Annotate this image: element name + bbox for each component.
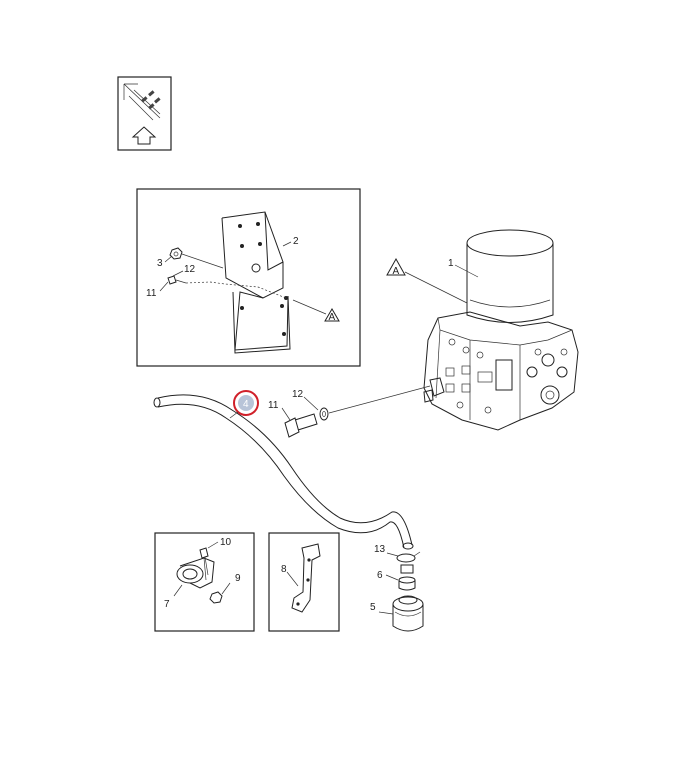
reference-a-main: A	[386, 257, 468, 304]
bolt-main	[284, 413, 318, 438]
adapter-fitting	[398, 564, 416, 591]
reference-a-inset-label: A	[329, 312, 336, 323]
forward-arrow-icon	[123, 83, 161, 145]
reference-a-inset: A	[324, 308, 340, 323]
clamp-inset: 10 9 7	[154, 532, 255, 632]
callout-4-highlight[interactable]: 4	[233, 390, 259, 416]
callout-12-inset: 12	[184, 264, 196, 275]
hose	[153, 394, 414, 550]
silencer	[392, 595, 424, 632]
orientation-icon	[117, 76, 172, 151]
p-clamp	[176, 557, 215, 589]
callout-8: 8	[281, 564, 287, 575]
callout-3: 3	[157, 258, 163, 269]
callout-11: 11	[268, 400, 279, 411]
reference-a-main-label: A	[393, 266, 400, 277]
callout-4: 4	[243, 399, 249, 410]
washer	[319, 407, 329, 421]
hose-clamp	[396, 551, 421, 563]
callout-13: 13	[374, 544, 386, 555]
callout-9: 9	[235, 573, 241, 584]
bolt	[167, 275, 187, 285]
callout-5: 5	[370, 602, 376, 613]
mounting-bracket	[221, 211, 291, 354]
callout-1: 1	[448, 258, 454, 269]
air-dryer-unit	[423, 229, 579, 431]
callout-2: 2	[293, 236, 299, 247]
hose-bracket-inset: 8	[268, 532, 340, 632]
nut	[169, 247, 183, 260]
callout-6: 6	[377, 570, 383, 581]
nut-small	[209, 591, 223, 604]
bracket-inset: A 2 3 12 11	[136, 188, 361, 367]
screw	[199, 547, 209, 576]
callout-10: 10	[220, 537, 232, 548]
callout-12: 12	[292, 389, 304, 400]
callout-11-inset: 11	[146, 288, 157, 299]
callout-7: 7	[164, 599, 170, 610]
hose-bracket	[291, 543, 321, 613]
